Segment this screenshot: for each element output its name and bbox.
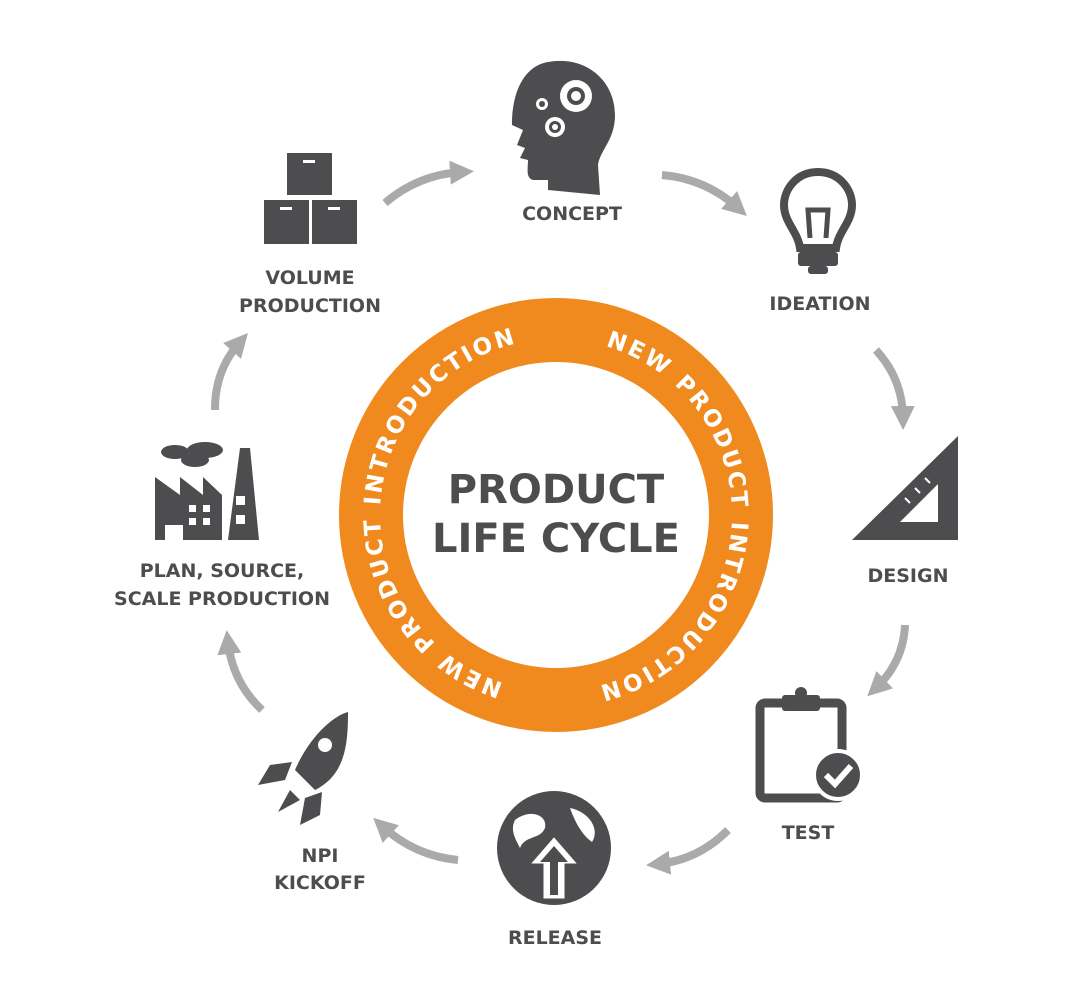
stage-label-line2: PRODUCTION	[239, 295, 381, 317]
stage-design: DESIGN	[852, 436, 958, 587]
cycle-arrow	[373, 817, 459, 864]
cycle-arrow	[210, 333, 248, 411]
cycle-arrow	[661, 171, 747, 217]
cycle-arrow	[382, 160, 474, 207]
boxes-icon	[264, 153, 357, 244]
ring-letter: T	[725, 490, 752, 508]
stage-plan-source-scale: PLAN, SOURCE, SCALE PRODUCTION	[114, 442, 330, 610]
ring-letter: T	[366, 452, 395, 475]
ring-letter: N	[361, 472, 390, 495]
clipboard-check-icon	[755, 687, 864, 803]
center-title-line1: PRODUCT	[448, 467, 665, 513]
cycle-arrow	[867, 624, 909, 697]
cycle-arrow	[873, 347, 915, 430]
stage-volume-production: VOLUME PRODUCTION	[239, 153, 381, 317]
stage-label-line1: PLAN, SOURCE,	[140, 560, 305, 582]
factory-icon	[155, 442, 259, 540]
globe-upload-icon	[497, 791, 611, 905]
stage-label: CONCEPT	[522, 203, 622, 225]
stage-npi-kickoff: NPI KICKOFF	[258, 712, 366, 894]
stage-concept: CONCEPT	[512, 60, 622, 225]
lightbulb-icon	[779, 167, 857, 274]
stage-label-line1: NPI	[302, 845, 339, 867]
stage-label: IDEATION	[769, 293, 870, 315]
ring-letter: I	[725, 521, 751, 531]
stage-ideation: IDEATION	[769, 167, 871, 315]
stage-label-line2: KICKOFF	[274, 872, 366, 894]
ring-letter: N	[722, 532, 751, 555]
rocket-icon	[258, 712, 348, 825]
ring-letter: C	[362, 537, 391, 558]
orange-ring	[339, 298, 773, 732]
stage-label: DESIGN	[867, 565, 948, 587]
set-square-icon	[852, 436, 958, 540]
stage-test: TEST	[755, 687, 864, 844]
ring-letter: T	[360, 519, 387, 537]
stage-label-line1: VOLUME	[265, 267, 354, 289]
stage-label: RELEASE	[508, 927, 602, 949]
ring-letter: T	[718, 552, 747, 574]
cycle-arrow	[217, 630, 265, 713]
ring-letter: C	[721, 469, 750, 491]
cycle-arrows	[210, 160, 915, 875]
stage-label-line2: SCALE PRODUCTION	[114, 588, 330, 610]
head-gears-icon	[512, 60, 615, 196]
stage-release: RELEASE	[497, 791, 611, 949]
center-title-line2: LIFE CYCLE	[432, 516, 680, 562]
cycle-arrow	[646, 827, 731, 875]
stage-label: TEST	[782, 822, 835, 844]
ring-letter: I	[360, 495, 387, 506]
